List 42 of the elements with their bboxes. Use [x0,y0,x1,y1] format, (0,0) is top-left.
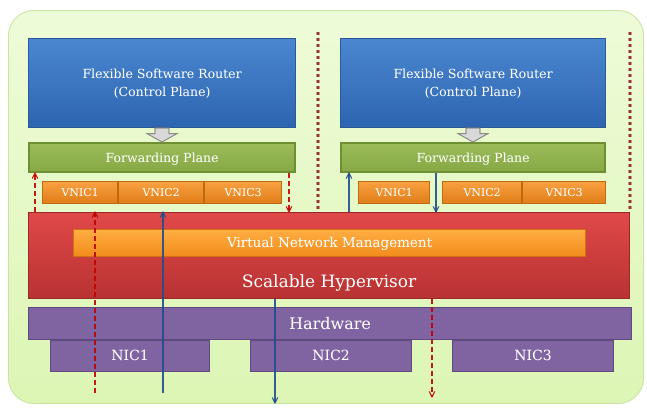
node-label: NIC3 [514,348,552,364]
block-arrow [145,128,179,143]
node-label: VNIC1 [61,186,99,199]
arrow [432,173,440,213]
node-label: NIC1 [111,348,149,364]
nic-box [250,340,412,372]
vnic-box [442,181,522,204]
block-arrow [456,128,490,143]
node-label: Flexible Software Router (Control Plane) [392,64,554,101]
node-label: Forwarding Plane [416,150,530,165]
node-label: Scalable Hypervisor [242,272,416,292]
arrow [286,173,292,213]
nic-box [50,340,210,372]
node-label: Hardware [289,314,371,333]
router-box [28,38,296,128]
vnic-box [358,181,430,204]
router-box [340,38,606,128]
arrow [272,299,278,404]
node-label: NIC2 [312,348,350,364]
arrow [428,299,436,398]
arrow [92,211,98,393]
forwarding-plane-box [28,142,296,173]
node-label: VNIC2 [142,186,180,199]
vnic-box [42,181,118,204]
arrow [32,172,38,212]
hardware-bar [28,307,632,340]
node-label: Virtual Network Management [226,235,432,251]
node-label: VNIC3 [545,186,583,199]
arrow [160,211,166,393]
hypervisor-box [28,212,630,299]
management-bar [73,229,586,257]
node-label: VNIC2 [463,186,501,199]
node-label: Forwarding Plane [106,150,218,165]
forwarding-plane-box [340,142,606,173]
vnic-box [522,181,606,204]
node-label: Flexible Software Router (Control Plane) [81,64,243,101]
node-label: VNIC3 [224,186,262,199]
vnic-box [204,181,282,204]
nic-box [452,340,614,372]
arrow [346,172,352,212]
vnic-box [118,181,204,204]
node-label: VNIC1 [375,186,413,199]
